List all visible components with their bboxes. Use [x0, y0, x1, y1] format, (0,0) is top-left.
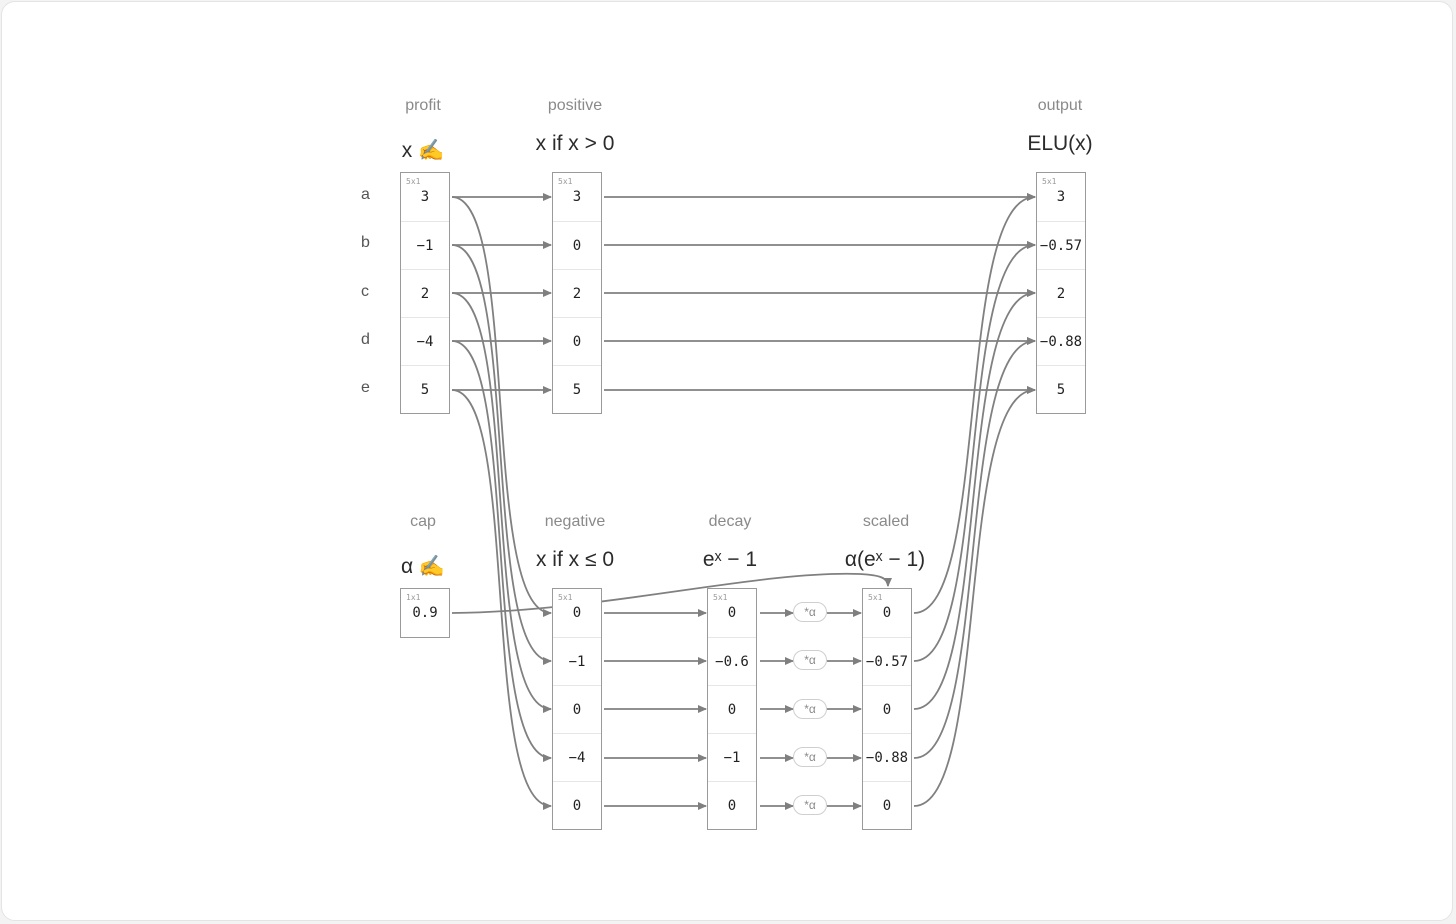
scaled-dims: 5x1 — [868, 593, 883, 602]
profit-label: profit — [405, 97, 441, 114]
decay-cell-e: 0 — [708, 781, 756, 829]
profit-dims: 5x1 — [406, 177, 421, 186]
positive-cell-c: 2 — [553, 269, 601, 317]
decay-formula: eˣ − 1 — [702, 548, 758, 571]
wire-scaled-output-b — [913, 241, 1036, 662]
row-label-e: e — [361, 379, 370, 396]
negative-dims: 5x1 — [558, 593, 573, 602]
row-label-d: d — [361, 331, 370, 348]
wire-scaled-output-e — [913, 386, 1036, 807]
negative-cell-c: 0 — [553, 685, 601, 733]
output-dims: 5x1 — [1042, 177, 1057, 186]
profit-cell-d[interactable]: −4 — [401, 317, 449, 365]
alpha-op-e: *α — [793, 795, 827, 815]
profit-cell-e[interactable]: 5 — [401, 365, 449, 413]
cap-label: cap — [410, 513, 436, 530]
positive-cell-d: 0 — [553, 317, 601, 365]
scaled-cell-a: 0 — [882, 605, 892, 621]
decay-matrix: 5x1 0 −0.6 0 −1 0 — [707, 588, 757, 830]
profit-cell-a[interactable]: 3 — [420, 189, 430, 205]
negative-cell-b: −1 — [553, 637, 601, 685]
negative-label: negative — [544, 513, 606, 530]
wire-scaled-output-d — [913, 337, 1036, 759]
profit-cell-b[interactable]: −1 — [401, 221, 449, 269]
scaled-cell-d: −0.88 — [863, 733, 911, 781]
scaled-cell-c: 0 — [863, 685, 911, 733]
decay-label: decay — [708, 513, 752, 530]
wire-profit-negative-c — [451, 292, 552, 713]
alpha-op-c: *α — [793, 699, 827, 719]
positive-dims: 5x1 — [558, 177, 573, 186]
negative-formula: x if x ≤ 0 — [535, 548, 615, 571]
cap-cell[interactable]: 0.9 — [412, 605, 438, 621]
wire-scaled-output-a — [913, 193, 1036, 614]
decay-cell-d: −1 — [708, 733, 756, 781]
alpha-op-b: *α — [793, 650, 827, 670]
output-cell-e: 5 — [1037, 365, 1085, 413]
wire-profit-negative-d — [451, 340, 552, 762]
wire-scaled-output-c — [913, 289, 1036, 710]
cap-formula[interactable]: α ✍️ — [400, 555, 446, 578]
output-label: output — [1037, 97, 1083, 114]
positive-cell-b: 0 — [553, 221, 601, 269]
output-cell-d: −0.88 — [1037, 317, 1085, 365]
scaled-cell-e: 0 — [863, 781, 911, 829]
scaled-label: scaled — [862, 513, 910, 530]
positive-matrix: 5x1 3 0 2 0 5 — [552, 172, 602, 414]
positive-formula: x if x > 0 — [535, 132, 615, 155]
alpha-op-a: *α — [793, 602, 827, 622]
wire-profit-negative-e — [451, 389, 552, 810]
positive-cell-a: 3 — [572, 189, 582, 205]
wire-profit-negative-a — [451, 196, 552, 617]
scaled-matrix: 5x1 0 −0.57 0 −0.88 0 — [862, 588, 912, 830]
positive-cell-e: 5 — [553, 365, 601, 413]
decay-cell-b: −0.6 — [708, 637, 756, 685]
profit-formula[interactable]: x ✍️ — [401, 139, 445, 162]
decay-cell-c: 0 — [708, 685, 756, 733]
profit-cell-c[interactable]: 2 — [401, 269, 449, 317]
negative-cell-e: 0 — [553, 781, 601, 829]
wire-cap-scaled — [451, 572, 892, 614]
cap-matrix: 1x1 0.9 — [400, 588, 450, 638]
row-label-a: a — [361, 186, 370, 203]
output-cell-b: −0.57 — [1037, 221, 1085, 269]
output-formula: ELU(x) — [1027, 132, 1093, 155]
alpha-op-d: *α — [793, 747, 827, 767]
negative-cell-a: 0 — [572, 605, 582, 621]
profit-matrix: 5x1 3 −1 2 −4 5 — [400, 172, 450, 414]
output-cell-a: 3 — [1056, 189, 1066, 205]
decay-cell-a: 0 — [727, 605, 737, 621]
scaled-formula: α(eˣ − 1) — [844, 548, 926, 571]
row-label-b: b — [361, 234, 370, 251]
output-cell-c: 2 — [1037, 269, 1085, 317]
decay-dims: 5x1 — [713, 593, 728, 602]
negative-cell-d: −4 — [553, 733, 601, 781]
negative-matrix: 5x1 0 −1 0 −4 0 — [552, 588, 602, 830]
wire-profit-negative-b — [451, 244, 552, 665]
row-label-c: c — [361, 283, 369, 300]
positive-label: positive — [547, 97, 603, 114]
cap-dims: 1x1 — [406, 593, 421, 602]
scaled-cell-b: −0.57 — [863, 637, 911, 685]
output-matrix: 5x1 3 −0.57 2 −0.88 5 — [1036, 172, 1086, 414]
